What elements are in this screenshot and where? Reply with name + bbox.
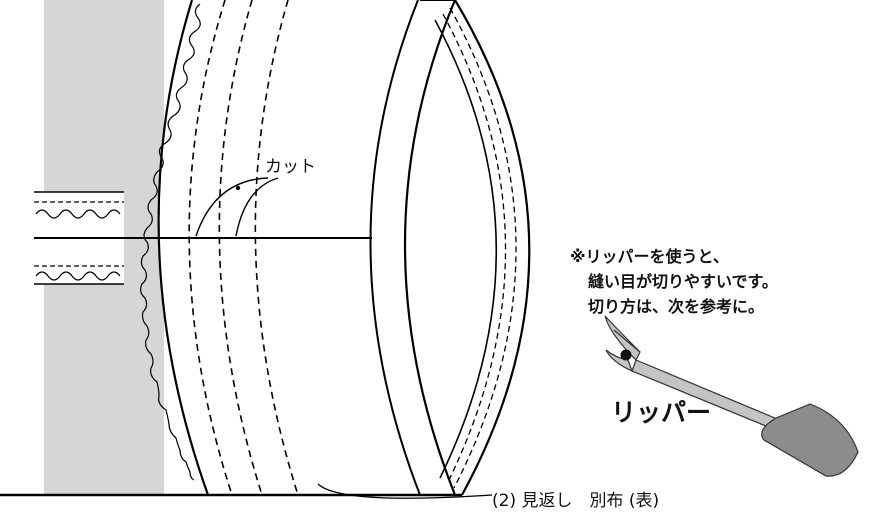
ripper-tip-note: ※リッパーを使うと、 縫い目が切りやすいです。 切り方は、次を参考に。	[570, 244, 778, 319]
note-line-2: 縫い目が切りやすいです。	[588, 272, 778, 291]
note-line-3: 切り方は、次を参考に。	[588, 297, 765, 316]
seam-ripper-icon	[604, 315, 859, 477]
cut-label: カット	[265, 157, 316, 177]
strap	[34, 191, 124, 285]
mask-body	[0, 0, 531, 497]
cut-point-dot	[235, 185, 241, 191]
ripper-label: リッパー	[611, 398, 712, 427]
facing-pointer	[317, 483, 493, 499]
facing-label: (2) 見返し 別布 (表)	[492, 491, 660, 511]
cut-pointer	[195, 177, 279, 237]
note-line-1: ※リッパーを使うと、	[570, 247, 729, 266]
